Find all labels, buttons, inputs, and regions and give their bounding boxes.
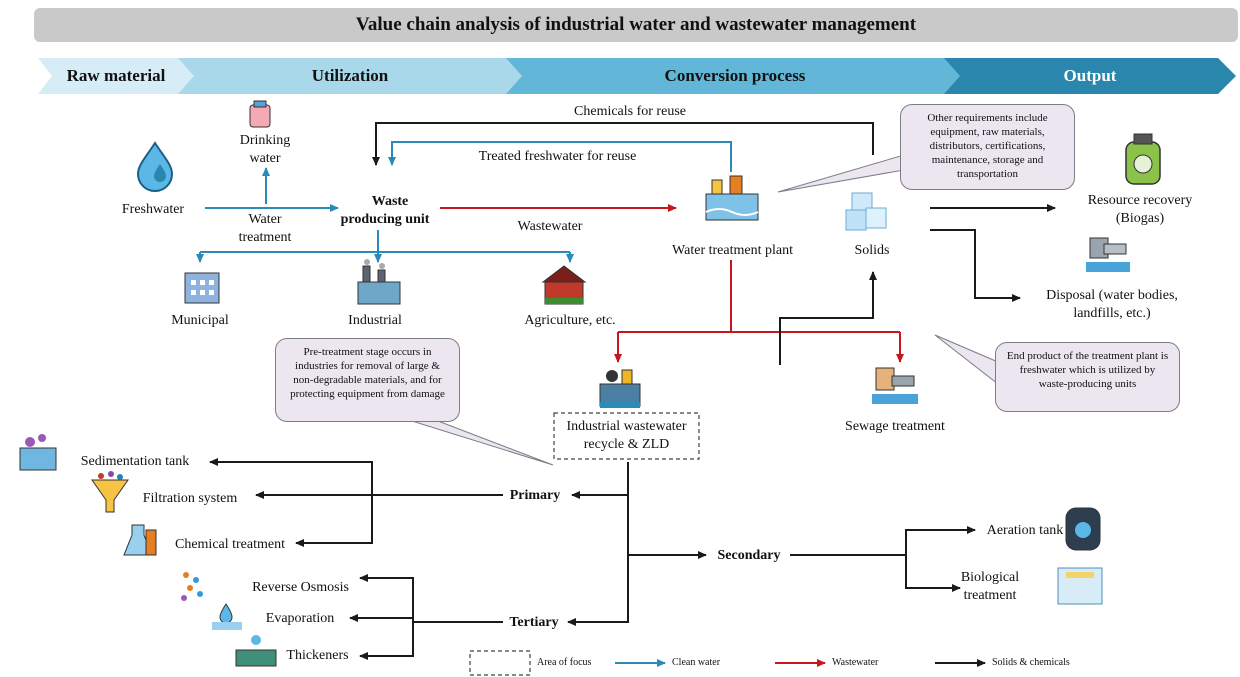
sedimentation-icon <box>19 434 57 471</box>
waste-producing-unit-label-1: Waste <box>371 194 409 209</box>
page-title: Value chain analysis of industrial water… <box>355 14 917 35</box>
discharge-pipe-icon <box>1086 237 1130 272</box>
stage-chevron-raw-material <box>38 58 196 94</box>
stage-chevron-conversion <box>506 58 962 94</box>
stage-conversion-process: Conversion process <box>664 66 806 85</box>
flask-icon <box>123 524 157 556</box>
legend-area-swatch <box>469 650 531 676</box>
industrial-wastewater-label-2: recycle & ZLD <box>583 437 670 452</box>
secondary-label: Secondary <box>717 548 781 563</box>
treated-freshwater-label: Treated freshwater for reuse <box>478 149 637 164</box>
chemical-treatment-label: Chemical treatment <box>174 537 285 552</box>
water-drop-icon <box>136 141 174 192</box>
primary-label: Primary <box>509 488 561 503</box>
drinking-water-label-1: Drinking <box>239 133 291 148</box>
thickeners-label: Thickeners <box>286 648 349 663</box>
biological-tank-icon <box>1057 567 1103 605</box>
industrial-wastewater-label-1: Industrial wastewater <box>566 419 687 434</box>
disposal-label-1: Disposal (water bodies, <box>1046 288 1178 303</box>
filtration-system-label: Filtration system <box>142 491 238 506</box>
wastewater-plant-icon <box>599 369 641 408</box>
osmosis-icon <box>181 572 203 601</box>
water-treatment-label-2: treatment <box>238 230 292 245</box>
title-bar <box>34 8 1238 42</box>
drinking-water-icon <box>249 100 271 128</box>
callout-pointer-requirements <box>777 154 905 193</box>
resource-recovery-label-1: Resource recovery <box>1087 193 1193 208</box>
callout-pretreatment: Pre-treatment stage occurs in industries… <box>275 338 460 422</box>
industrial-label: Industrial <box>348 313 402 328</box>
sedimentation-tank-label: Sedimentation tank <box>80 454 190 469</box>
biogas-cylinder-icon <box>1125 133 1161 185</box>
wastewater-flow-label: Wastewater <box>517 219 583 234</box>
sewage-pipe-icon <box>872 367 918 404</box>
water-treatment-plant-label: Water treatment plant <box>672 243 793 258</box>
treatment-plant-icon <box>705 175 759 221</box>
municipal-label: Municipal <box>171 313 229 328</box>
callout-end-product: End product of the treatment plant is fr… <box>995 342 1180 412</box>
chemicals-reuse-label: Chemicals for reuse <box>574 104 686 119</box>
callout-other-requirements: Other requirements include equipment, ra… <box>900 104 1075 190</box>
legend-clean-water: Clean water <box>672 657 721 668</box>
legend-area-of-focus: Area of focus <box>537 657 592 668</box>
stage-chevron-output <box>944 58 1236 94</box>
tertiary-label: Tertiary <box>509 615 559 630</box>
municipal-building-icon <box>184 272 220 304</box>
reverse-osmosis-label: Reverse Osmosis <box>252 580 349 595</box>
evaporation-label: Evaporation <box>265 611 335 626</box>
barn-icon <box>541 265 587 305</box>
factory-icon <box>357 259 401 305</box>
resource-recovery-label-2: (Biogas) <box>1115 211 1165 226</box>
legend-wastewater: Wastewater <box>832 657 879 668</box>
area-of-focus-box <box>553 412 700 460</box>
ice-cubes-icon <box>845 192 887 231</box>
drinking-water-label-2: water <box>249 151 281 166</box>
stage-chevron-utilization <box>178 58 524 94</box>
aeration-tank-icon <box>1065 507 1101 551</box>
stage-utilization: Utilization <box>311 66 389 85</box>
evaporation-icon <box>212 603 242 630</box>
callout-pointer-pretreatment <box>411 420 554 466</box>
waste-producing-unit-label-2: producing unit <box>340 212 430 227</box>
legend-solids-chemicals: Solids & chemicals <box>992 657 1070 668</box>
disposal-label-2: landfills, etc.) <box>1073 306 1151 321</box>
aeration-tank-label: Aeration tank <box>986 523 1064 538</box>
biological-treatment-label-1: Biological <box>960 570 1020 585</box>
freshwater-label: Freshwater <box>121 202 185 217</box>
water-treatment-label-1: Water <box>248 212 282 227</box>
funnel-icon <box>91 471 129 513</box>
thickener-icon <box>235 635 277 667</box>
agriculture-label: Agriculture, etc. <box>524 313 616 328</box>
biological-treatment-label-2: treatment <box>963 588 1017 603</box>
callout-pointer-end-product <box>934 334 999 386</box>
stage-raw-material: Raw material <box>66 66 166 85</box>
solids-label: Solids <box>854 243 890 258</box>
sewage-treatment-label: Sewage treatment <box>845 419 945 434</box>
stage-output: Output <box>1063 66 1117 85</box>
